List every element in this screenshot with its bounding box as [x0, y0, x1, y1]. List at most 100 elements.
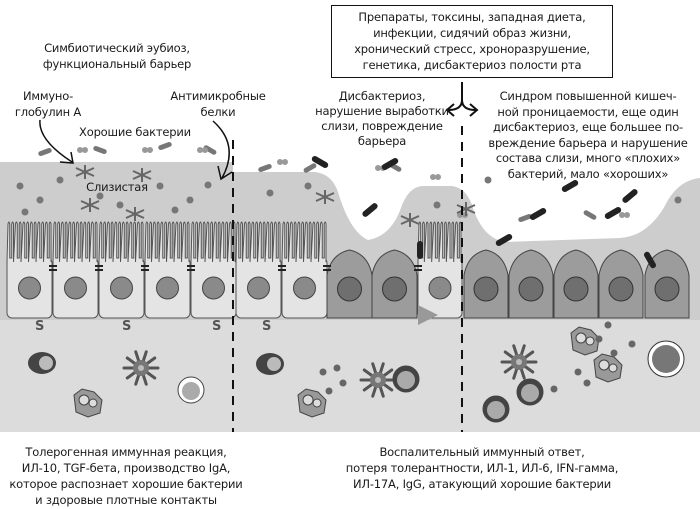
tight-junction — [278, 265, 286, 271]
cytokine — [339, 379, 347, 387]
label-line: вреждение барьера и нарушение — [488, 135, 688, 150]
label-line: Воспалительный иммунный ответ, — [379, 445, 585, 459]
diplococcus — [430, 174, 436, 180]
antimicrobial-protein — [132, 168, 152, 182]
microvilli — [52, 221, 98, 263]
nucleus — [156, 276, 179, 300]
label-line: хронический стресс, хроноразрушение, — [354, 42, 590, 56]
cytokine — [583, 379, 591, 387]
microvilli — [98, 221, 144, 263]
lymphocyte-nucleus — [182, 382, 200, 400]
mucus-particle — [204, 181, 212, 189]
label-line: слизи, повреждение — [321, 119, 443, 133]
microvilli — [6, 221, 52, 263]
antimicrobial-protein — [80, 198, 100, 212]
vacuole — [585, 336, 595, 346]
nucleus — [473, 276, 499, 302]
bad-bacterium — [311, 156, 329, 168]
good-bacterium — [518, 213, 532, 223]
cytokine — [333, 364, 341, 372]
diplococcus — [197, 147, 203, 153]
cytokine — [550, 385, 558, 393]
s-marker: S — [122, 319, 131, 334]
microvilli — [235, 221, 281, 263]
diplococcus — [435, 174, 441, 180]
nucleus — [247, 276, 270, 300]
eubiosis-label: Симбиотический эубиоз, функциональный ба… — [43, 40, 191, 72]
label-line: нарушение выработки — [315, 104, 449, 118]
nucleus — [518, 276, 544, 302]
diplococcus — [375, 165, 381, 171]
neutrophil-core — [652, 345, 680, 373]
good-bacterium — [38, 147, 52, 157]
mucus-particle — [156, 182, 164, 190]
lymphocyte-nucleus — [487, 401, 505, 419]
good-bacterium — [158, 141, 172, 151]
vacuole — [312, 398, 322, 408]
nucleus — [202, 276, 225, 300]
label-line: дисбактериоз, еще большее по- — [493, 120, 683, 134]
fork-arrow-icon — [445, 82, 479, 117]
mucus-particle — [16, 182, 24, 190]
label-line: Толерогенная иммунная реакция, — [25, 445, 227, 459]
good-bacteria-label: Хорошие бактерии — [79, 125, 191, 139]
mucus-particle — [116, 201, 124, 209]
label-line: Иммуно- — [22, 89, 74, 103]
mucus-particle — [304, 182, 312, 190]
nucleus — [428, 276, 452, 300]
diplococcus — [202, 147, 208, 153]
bad-bacterium — [561, 180, 579, 192]
plasma-cell-nucleus — [267, 357, 281, 371]
label-line: Симбиотический эубиоз, — [44, 41, 190, 55]
label-line: состава слизи, много «плохих» — [495, 151, 681, 165]
vacuole — [608, 363, 618, 373]
tight-junction — [323, 265, 331, 271]
cytokine — [628, 340, 636, 348]
mucus-particle — [36, 196, 44, 204]
label-line: и здоровые плотные контакты — [35, 493, 217, 507]
mucus-particle — [171, 206, 179, 214]
tight-junction — [414, 265, 422, 271]
nucleus — [382, 276, 407, 302]
iga-arrow-icon — [39, 119, 74, 164]
bad-bacterium — [362, 203, 378, 217]
s-marker: S — [35, 319, 44, 334]
label-line: которое распознает хорошие бактерии — [9, 477, 243, 491]
diplococcus — [624, 212, 630, 218]
dendritic-nucleus — [138, 365, 144, 371]
antimicrobial-protein — [75, 165, 95, 179]
label-line: генетика, дисбактериоз полости рта — [362, 58, 582, 72]
label-line: ИЛ-10, TGF-бета, производство IgA, — [21, 461, 231, 475]
bad-bacterium — [644, 251, 656, 269]
antimicrobial-protein — [315, 190, 335, 204]
diplococcus — [77, 147, 83, 153]
mucus-particle — [674, 196, 682, 204]
label-line: бактерий, мало «хороших» — [507, 166, 669, 181]
cytokine — [610, 349, 618, 357]
s-marker: S — [262, 319, 271, 334]
vacuole — [78, 394, 90, 406]
bad-bacterium — [529, 208, 547, 221]
nucleus — [18, 276, 41, 300]
diplococcus — [277, 159, 283, 165]
mucus-particle — [484, 176, 492, 184]
label-line: барьера — [357, 134, 407, 148]
lymphocyte-nucleus — [521, 384, 539, 402]
label-line: белки — [200, 105, 236, 119]
antimicrobial-protein — [400, 213, 420, 227]
good-bacterium — [93, 145, 107, 155]
dendritic-nucleus — [375, 377, 381, 383]
leaky-gut-label: Синдром повышенной кишеч- ной проницаемо… — [488, 89, 687, 182]
cytokine — [595, 335, 603, 343]
diplococcus — [619, 212, 625, 218]
microvilli — [281, 221, 327, 263]
label-line: функциональный барьер — [42, 57, 192, 71]
nucleus — [337, 276, 362, 302]
label-line: инфекции, сидячий образ жизни, — [373, 26, 571, 40]
immunoglobulin-a-label: Иммуно- глобулин А — [15, 88, 81, 120]
bad-bacterium — [417, 241, 423, 259]
tight-junction — [141, 265, 149, 271]
mucus-particle — [21, 208, 29, 216]
factors-box: Препараты, токсины, западная диета, инфе… — [331, 5, 613, 78]
translocation-arrow-icon — [418, 305, 438, 325]
